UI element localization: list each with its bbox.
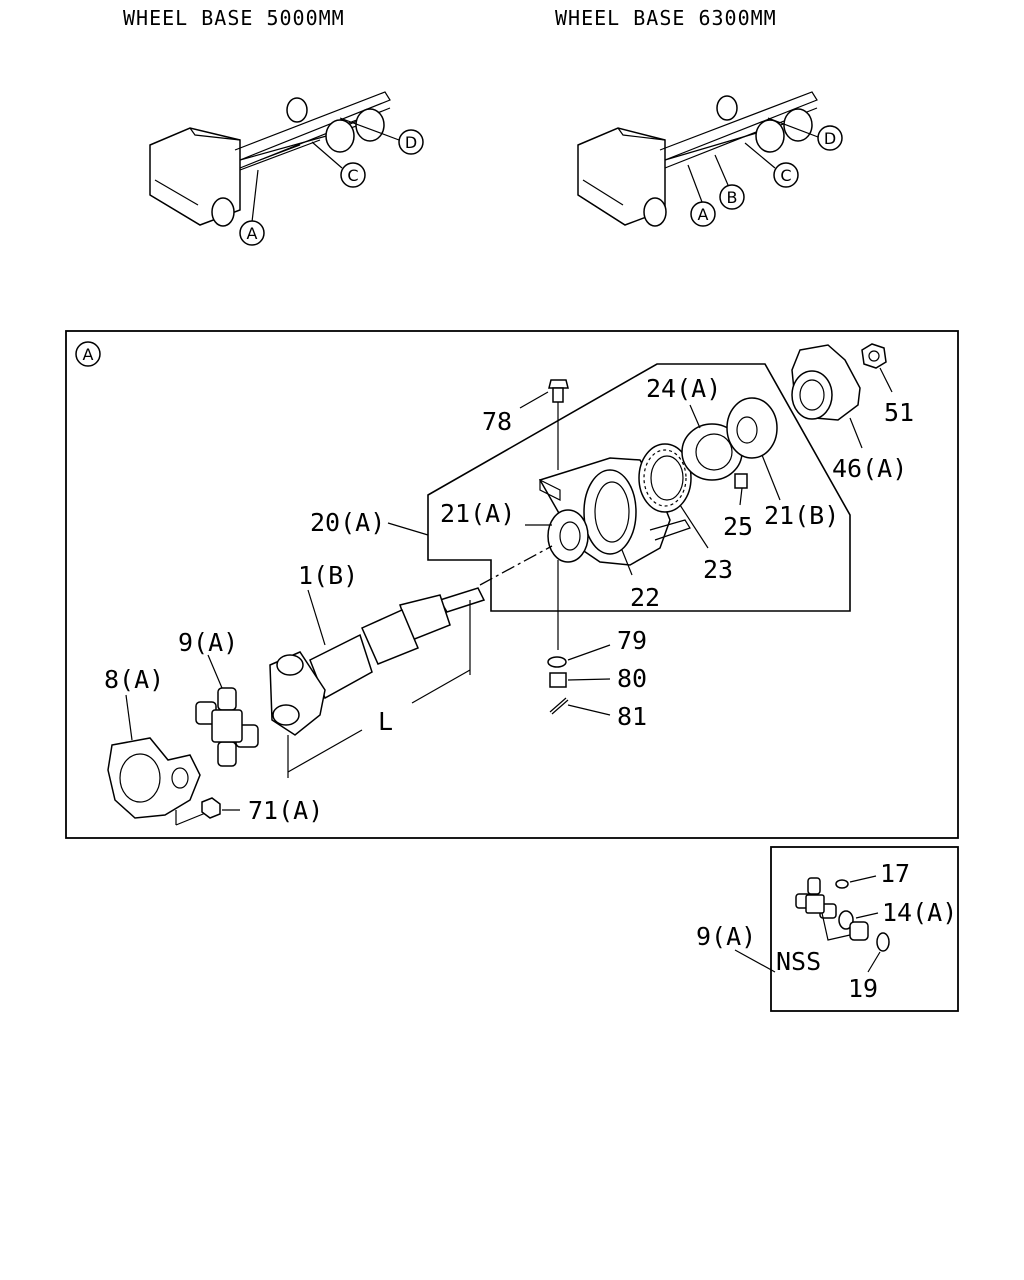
label-79: 79	[617, 626, 647, 655]
svg-text:C: C	[780, 166, 791, 185]
callout-right-a: A	[687, 164, 716, 227]
header-wheelbase-6300: WHEEL BASE 6300MM	[555, 6, 777, 30]
label-20a: 20(A)	[310, 508, 385, 537]
bolt-78	[519, 379, 569, 470]
callout-right-d: D	[767, 117, 843, 151]
shaft-centerline	[479, 545, 553, 586]
svg-text:C: C	[347, 166, 358, 185]
leader-9a-nss	[734, 949, 776, 973]
callout-right-b: B	[714, 154, 745, 210]
nut-80	[549, 672, 611, 688]
bearing-cup-14a	[838, 910, 879, 941]
propeller-shaft-1b	[269, 587, 486, 736]
label-46a: 46(A)	[832, 454, 907, 483]
nut-51	[861, 343, 893, 393]
label-14a: 14(A)	[882, 898, 957, 927]
svg-text:D: D	[824, 129, 836, 148]
detail-a-frame	[65, 330, 959, 839]
label-dim-l: L	[378, 707, 393, 736]
label-24a: 24(A)	[646, 374, 721, 403]
svg-text:B: B	[727, 188, 738, 207]
dimension-l	[287, 600, 471, 778]
label-21b: 21(B)	[764, 501, 839, 530]
label-21a: 21(A)	[440, 499, 515, 528]
bearing-23	[638, 443, 709, 549]
label-71a: 71(A)	[248, 796, 323, 825]
truck-overview-6300	[577, 91, 818, 227]
label-9a: 9(A)	[178, 628, 238, 657]
label-22: 22	[630, 583, 660, 612]
nut-71a	[201, 797, 240, 819]
svg-text:D: D	[405, 133, 417, 152]
flange-yoke-8a	[107, 694, 209, 826]
seal-21a	[525, 509, 589, 563]
spider-kit-9a	[795, 877, 851, 941]
flange-46a	[791, 344, 863, 449]
svg-text:A: A	[83, 345, 94, 364]
label-19: 19	[848, 974, 878, 1003]
leader-20a	[387, 522, 429, 536]
label-51: 51	[884, 398, 914, 427]
callout-left-d: D	[339, 117, 424, 155]
assembly-20a-outline	[427, 363, 851, 612]
grease-fitting-17	[835, 875, 877, 889]
label-1b: 1(B)	[298, 561, 358, 590]
label-8a: 8(A)	[104, 665, 164, 694]
label-25: 25	[723, 512, 753, 541]
grease-nipple-25	[734, 473, 748, 506]
nss-kit-frame	[770, 846, 959, 1012]
callout-right-c: C	[744, 142, 799, 188]
label-81: 81	[617, 702, 647, 731]
universal-joint-9a	[195, 654, 259, 767]
header-wheelbase-5000: WHEEL BASE 5000MM	[123, 6, 345, 30]
callout-left-a: A	[239, 169, 265, 246]
dust-seal-21b	[726, 397, 781, 501]
cotter-pin-81	[549, 697, 611, 716]
label-9a-nss: 9(A)	[696, 922, 756, 951]
seal-24a	[681, 404, 743, 481]
truck-overview-5000	[149, 91, 391, 227]
label-17: 17	[880, 859, 910, 888]
label-nss: NSS	[776, 947, 821, 976]
washer-79	[547, 644, 611, 668]
callout-left-c: C	[311, 141, 366, 188]
label-23: 23	[703, 555, 733, 584]
detail-a-marker: A	[75, 341, 101, 367]
svg-text:A: A	[698, 205, 709, 224]
snap-ring-19	[867, 932, 890, 973]
label-80: 80	[617, 664, 647, 693]
svg-text:A: A	[247, 224, 258, 243]
label-78: 78	[482, 407, 512, 436]
